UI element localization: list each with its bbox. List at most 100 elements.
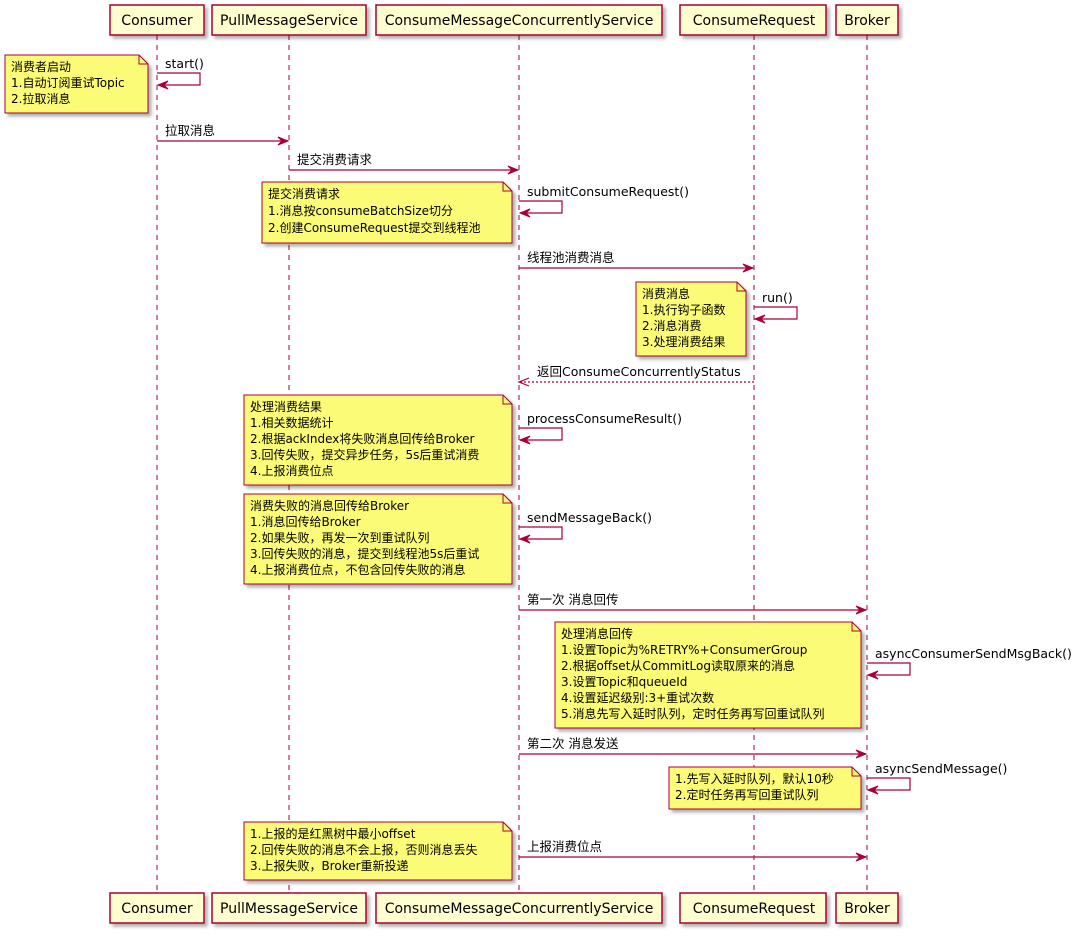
message-13: asyncSendMessage(): [866, 761, 1007, 795]
note-line: 消费者启动: [11, 60, 71, 74]
note-body: [243, 493, 513, 585]
note-fold: [502, 182, 512, 192]
message-12: 第二次 消息发送: [519, 736, 868, 759]
message-label: submitConsumeRequest(): [527, 184, 689, 199]
message-9: sendMessageBack(): [518, 510, 652, 544]
message-7: 返回ConsumeConcurrentlyStatus: [517, 364, 754, 387]
message-label: asyncConsumerSendMsgBack(): [875, 646, 1072, 661]
self-message-line: [867, 777, 911, 791]
participant-label: PullMessageService: [220, 901, 358, 917]
note-fold: [502, 822, 512, 832]
participant-box: [679, 892, 827, 924]
note-line: 消费消息: [642, 286, 690, 301]
participant-box: [375, 4, 663, 36]
participant-label: ConsumeRequest: [693, 901, 816, 917]
note-5: 消费失败的消息回传给Broker1.消息回传给Broker2.如果失败，再发一次…: [243, 493, 513, 585]
participant-box: [109, 892, 205, 924]
participant-box: [835, 892, 899, 924]
note-line: 提交消费请求: [268, 186, 340, 201]
participant-cmcs-bottom: ConsumeMessageConcurrentlyService: [375, 892, 663, 924]
message-8: processConsumeResult(): [518, 411, 682, 445]
participant-box: [835, 4, 899, 36]
arrow-head: [277, 136, 290, 146]
message-4: submitConsumeRequest(): [518, 184, 689, 218]
note-line: 处理消费结果: [250, 400, 322, 414]
note-body: [554, 621, 862, 729]
note-fold: [736, 282, 746, 292]
note-line: 1.消息回传给Broker: [250, 514, 361, 529]
participant-box: [109, 4, 205, 36]
message-label: start(): [165, 56, 204, 71]
self-message-line: [519, 427, 563, 441]
message-10: 第一次 消息回传: [519, 592, 868, 615]
participant-label: PullMessageService: [220, 13, 358, 29]
note-body: [4, 54, 149, 114]
self-message-line: [519, 526, 563, 540]
message-label: processConsumeResult(): [527, 411, 682, 426]
message-label: 第二次 消息发送: [527, 736, 619, 751]
arrow-head: [518, 208, 531, 218]
participant-pull-bottom: PullMessageService: [211, 892, 367, 924]
note-line: 5.消息先写入延时队列，定时任务再写回重试队列: [561, 706, 824, 721]
message-label: 返回ConsumeConcurrentlyStatus: [537, 364, 741, 379]
participant-label: Broker: [844, 901, 890, 917]
note-body: [261, 181, 513, 244]
participant-broker-bottom: Broker: [835, 892, 899, 924]
note-line: 1.执行钩子函数: [642, 302, 725, 317]
participant-consumer-bottom: Consumer: [109, 892, 205, 924]
note-line: 1.消息按consumeBatchSize切分: [268, 203, 453, 218]
arrow-head: [518, 534, 531, 544]
participant-label: ConsumeRequest: [693, 13, 816, 29]
arrow-head: [753, 314, 766, 324]
note-line: 消费失败的消息回传给Broker: [250, 498, 409, 513]
participant-consumer-top: Consumer: [109, 4, 205, 36]
message-label: 拉取消息: [165, 123, 215, 138]
note-line: 4.设置延迟级别:3+重试次数: [561, 690, 714, 705]
arrow-head: [517, 377, 530, 387]
note-body: [243, 394, 513, 486]
participant-cmcs-top: ConsumeMessageConcurrentlyService: [375, 4, 663, 36]
note-line: 2.消息消费: [642, 318, 701, 333]
note-body: [668, 766, 862, 810]
note-fold: [851, 767, 861, 777]
participant-box: [679, 4, 827, 36]
self-message-line: [519, 200, 563, 214]
message-5: 线程池消费消息: [519, 250, 755, 273]
participant-broker-top: Broker: [835, 4, 899, 36]
note-line: 2.定时任务再写回重试队列: [675, 787, 818, 802]
note-line: 2.根据ackIndex将失败消息回传给Broker: [250, 431, 475, 446]
participant-creq-top: ConsumeRequest: [679, 4, 827, 36]
participant-label: Consumer: [121, 13, 193, 29]
participant-label: Consumer: [121, 901, 193, 917]
note-line: 3.回传失败的消息，提交到线程池5s后重试: [250, 546, 479, 561]
message-6: run(): [753, 290, 798, 324]
note-line: 4.上报消费位点，不包含回传失败的消息: [250, 562, 465, 577]
message-label: run(): [762, 290, 793, 305]
arrow-head: [866, 785, 879, 795]
note-line: 1.先写入延时队列，默认10秒: [675, 771, 834, 786]
arrow-head: [156, 80, 169, 90]
message-14: 上报消费位点: [519, 839, 868, 862]
participant-box: [211, 892, 367, 924]
message-label: 线程池消费消息: [527, 250, 615, 265]
participant-box: [375, 892, 663, 924]
participant-creq-bottom: ConsumeRequest: [679, 892, 827, 924]
note-8: 1.上报的是红黑树中最小offset2.回传失败的消息不会上报，否则消息丢失3.…: [243, 821, 513, 881]
note-fold: [851, 622, 861, 632]
note-line: 1.自动订阅重试Topic: [11, 75, 125, 90]
note-line: 处理消息回传: [561, 626, 633, 641]
message-label: 提交消费请求: [297, 152, 373, 167]
self-message-line: [754, 306, 798, 320]
note-fold: [502, 494, 512, 504]
note-line: 1.相关数据统计: [250, 415, 333, 430]
message-label: 第一次 消息回传: [527, 592, 618, 607]
note-6: 处理消息回传1.设置Topic为%RETRY%+ConsumerGroup2.根…: [554, 621, 862, 729]
note-line: 1.上报的是红黑树中最小offset: [250, 826, 416, 841]
message-label: 上报消费位点: [527, 839, 602, 854]
note-body: [635, 281, 747, 357]
arrow-head: [855, 605, 868, 615]
